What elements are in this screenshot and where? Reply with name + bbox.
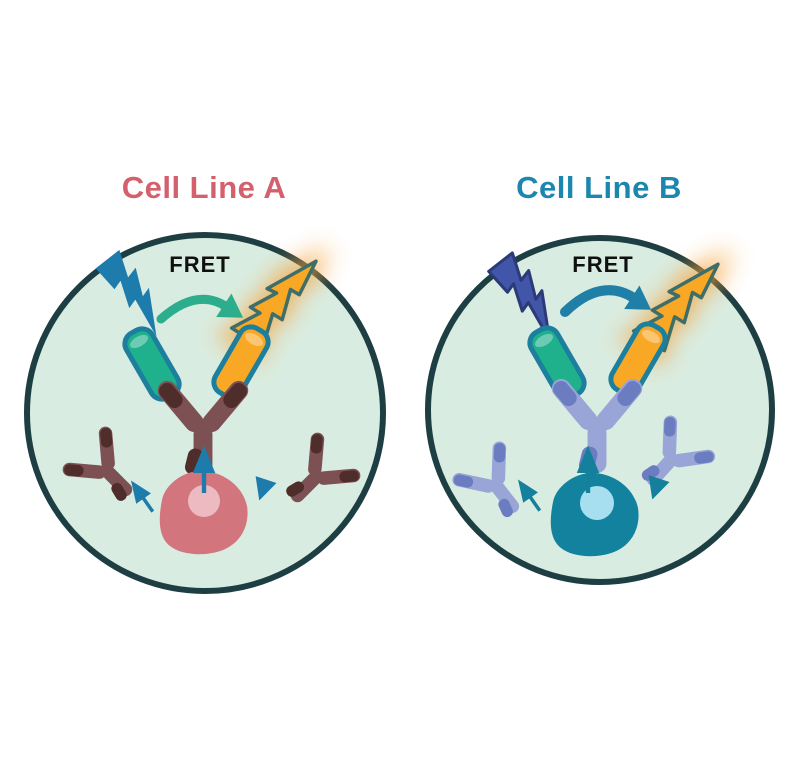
fret-arrow-icon bbox=[560, 285, 652, 317]
fret-label: FRET bbox=[169, 252, 230, 277]
cell-a-nucleus bbox=[188, 485, 220, 517]
panel-a-title: Cell Line A bbox=[121, 170, 287, 205]
fret-arrow-icon bbox=[156, 293, 244, 324]
cell-a bbox=[159, 470, 248, 555]
panel-b-diagram: FRET bbox=[425, 232, 775, 585]
cell-b-nucleus bbox=[580, 486, 614, 520]
panel-a-diagram: FRET bbox=[24, 229, 386, 594]
cell-line-a-circle bbox=[24, 232, 386, 594]
cell-b bbox=[550, 472, 639, 557]
panel-b-title: Cell Line B bbox=[516, 170, 682, 205]
fret-label: FRET bbox=[572, 252, 633, 277]
